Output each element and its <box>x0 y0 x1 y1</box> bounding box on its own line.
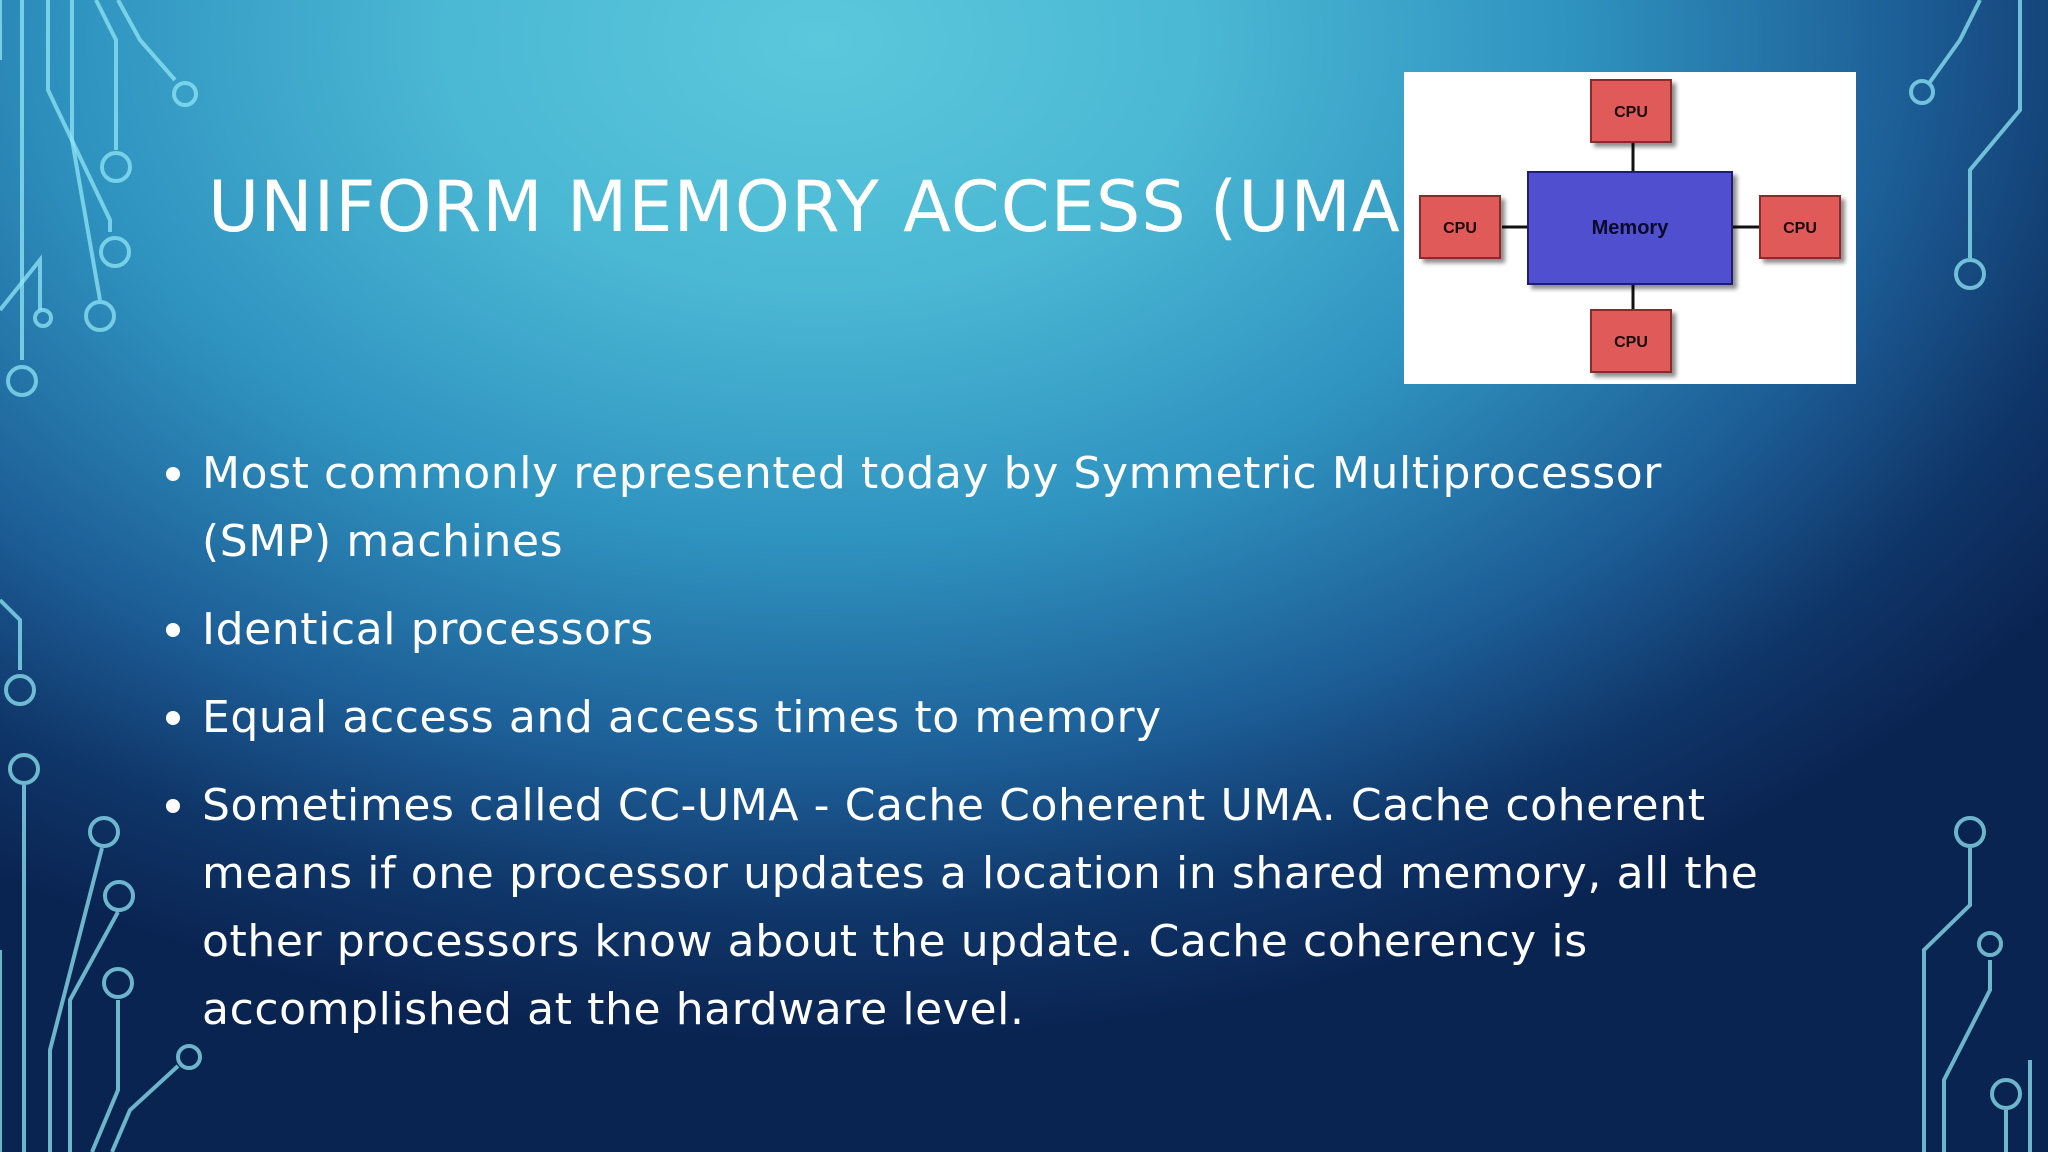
bullet-text: Most commonly represented today by Symme… <box>202 448 1662 567</box>
bullet-item: Equal access and access times to memory <box>160 684 1800 752</box>
cpu-bottom-block <box>1590 309 1672 373</box>
bullet-text: Equal access and access times to memory <box>202 692 1162 743</box>
memory-block <box>1527 171 1733 285</box>
bullet-item: Sometimes called CC-UMA - Cache Coherent… <box>160 772 1800 1044</box>
bullet-dot <box>166 711 180 725</box>
bullet-text: Sometimes called CC-UMA - Cache Coherent… <box>202 780 1759 1035</box>
cpu-top-label: CPU <box>1614 104 1648 121</box>
bullet-dot <box>166 467 180 481</box>
connector-lines <box>1502 142 1760 310</box>
uma-diagram-svg: Memory CPU CPU CPU CPU <box>1419 79 1841 373</box>
memory-label: Memory <box>1592 217 1670 239</box>
cpu-right-block <box>1759 195 1841 259</box>
bullet-dot <box>166 623 180 637</box>
slide-title: UNIFORM MEMORY ACCESS (UMA) <box>208 166 1430 248</box>
uma-diagram: Memory CPU CPU CPU CPU <box>1404 72 1856 384</box>
bullet-text: Identical processors <box>202 604 654 655</box>
bullet-dot <box>166 799 180 813</box>
bullet-item: Identical processors <box>160 596 1800 664</box>
cpu-left-label: CPU <box>1443 220 1477 237</box>
cpu-right-label: CPU <box>1783 220 1817 237</box>
bullet-list: Most commonly represented today by Symme… <box>160 440 1800 1064</box>
cpu-left-block <box>1419 195 1501 259</box>
cpu-bottom-label: CPU <box>1614 334 1648 351</box>
bullet-item: Most commonly represented today by Symme… <box>160 440 1800 576</box>
cpu-top-block <box>1590 79 1672 143</box>
